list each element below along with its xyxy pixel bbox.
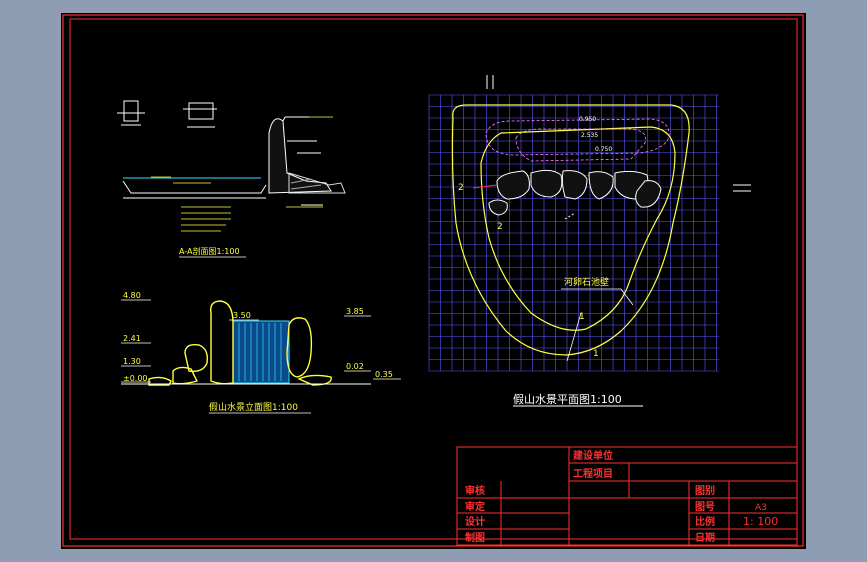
cut-label: 1 [593, 349, 599, 359]
detail-box-2 [188, 102, 214, 120]
contour-2 [515, 128, 647, 162]
level-label: 1.30 [123, 357, 141, 366]
level-label: 3.85 [346, 307, 364, 316]
contour-label: 2.535 [581, 132, 598, 139]
plan-grid [428, 94, 719, 372]
aa-section [117, 100, 346, 206]
aa-section-title: A-A剖面图1:100 [179, 246, 240, 256]
level-label: ±0.00 [123, 374, 148, 383]
drawing-sheet: A-A剖面图1:100 [61, 13, 806, 549]
detail-box-1 [123, 100, 139, 122]
plan-pond-edge [480, 126, 676, 331]
level-label: 0.35 [375, 370, 393, 379]
elevation-small-rock [184, 343, 209, 373]
project-label: 工程项目 [573, 467, 613, 480]
elevation-title: 假山水景立面图1:100 [209, 401, 298, 413]
elevation-tall-rock [210, 300, 234, 385]
title-block-label: 设计 [465, 515, 485, 528]
level-label: 3.50 [233, 311, 251, 320]
plan-outer-boundary [451, 104, 690, 356]
contour-label: 0.950 [579, 116, 596, 123]
cut-label: 2 [497, 222, 503, 232]
scale-value: 1: 100 [743, 515, 778, 528]
title-block-label: 图号 [695, 501, 715, 513]
level-label: 0.02 [346, 362, 364, 371]
sheet-size-value: A3 [755, 503, 767, 513]
title-block-label: 比例 [695, 515, 715, 528]
contour-1 [485, 118, 670, 156]
aa-annotations [151, 116, 333, 232]
title-block-label: 审核 [465, 484, 485, 497]
contour-label: 0.750 [595, 146, 612, 153]
client-label: 建设单位 [572, 449, 613, 462]
cut-label: 1 [579, 312, 585, 322]
waterfall [232, 320, 290, 384]
title-block [456, 446, 798, 546]
outer-frame [62, 14, 804, 547]
title-block-label: 审定 [465, 500, 485, 513]
elevation-right-rock [286, 317, 313, 378]
inner-frame [69, 18, 798, 540]
cut-label: 2 [458, 183, 464, 193]
title-block-label: 制图 [465, 531, 485, 544]
cad-drawing-canvas[interactable]: A-A剖面图1:100 [61, 13, 806, 549]
plan-view [451, 75, 751, 362]
title-block-label: 图别 [695, 484, 715, 497]
title-block-label: 日期 [695, 531, 715, 544]
level-label: 4.80 [123, 291, 141, 300]
elevation-view: 4.80 3.50 3.85 2.41 1.30 ±0.00 0.02 0.35 [121, 291, 401, 386]
plan-title: 假山水景平面图1:100 [513, 392, 622, 406]
rock-bank-label: 河卵石池壁 [564, 276, 609, 288]
level-label: 2.41 [123, 334, 141, 343]
